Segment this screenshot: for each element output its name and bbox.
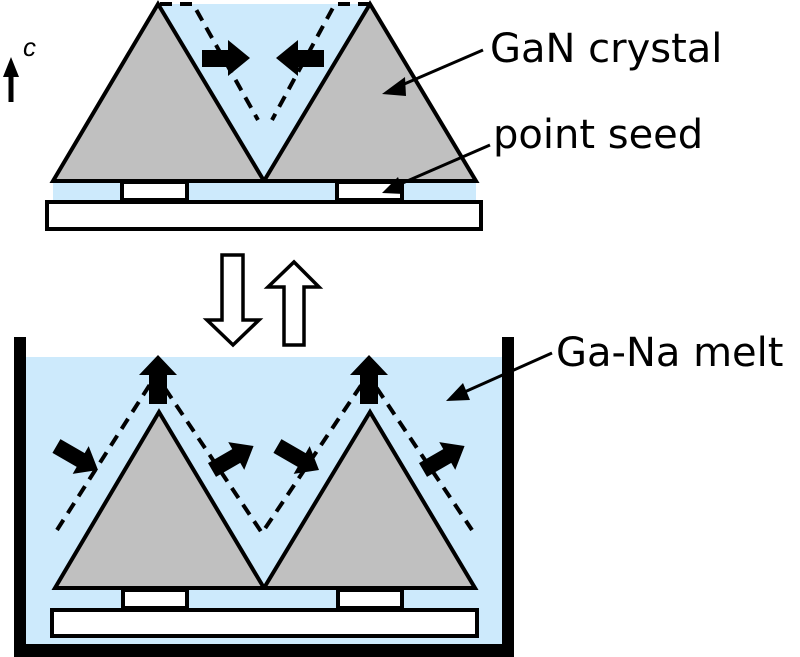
crucible-bottom <box>14 644 514 657</box>
bottom-crystal-right <box>260 408 479 590</box>
growth-arrow-up-icon <box>350 355 388 404</box>
ga-na-melt-label: Ga-Na melt <box>556 330 783 376</box>
bottom-panel <box>14 337 514 657</box>
bottom-crystal-left <box>51 408 268 590</box>
growth-arrow-up-right-icon <box>208 442 254 477</box>
top-panel <box>45 0 483 231</box>
arrow-up-icon <box>263 259 324 347</box>
gan-crystal-label: GaN crystal <box>490 26 722 72</box>
top-growth-front-dashed <box>160 2 260 121</box>
growth-arrow-up-left-icon <box>273 439 319 474</box>
c-axis-arrow-icon <box>3 57 19 77</box>
top-melt-valley <box>158 4 370 181</box>
point-seed-label: point seed <box>493 112 703 158</box>
growth-arrow-up-right-icon <box>419 442 465 477</box>
top-crystal-right <box>260 0 480 183</box>
pointer-arrow-icon <box>446 383 470 401</box>
bottom-growth-front-dashed <box>55 371 474 537</box>
top-crystal-left <box>49 0 268 183</box>
pointer-arrow-icon <box>382 77 406 96</box>
transition-arrows <box>202 253 324 348</box>
growth-arrow-up-icon <box>139 355 177 404</box>
lateral-growth-arrow-left-icon <box>276 40 324 76</box>
c-axis-label: c <box>23 32 36 62</box>
ga-na-melt <box>26 357 502 644</box>
bottom-seed-right <box>336 588 404 610</box>
arrow-down-icon <box>202 253 264 348</box>
bottom-substrate <box>50 608 479 638</box>
label-gan-crystal-group: GaN crystal <box>382 26 722 96</box>
top-seed-left <box>120 180 189 202</box>
growth-arrow-up-left-icon <box>52 439 98 474</box>
top-melt-strip <box>53 181 476 202</box>
lateral-growth-arrow-right-icon <box>202 40 250 76</box>
crucible-left-wall <box>14 337 26 657</box>
label-point-seed-group: point seed <box>382 112 703 194</box>
bottom-seed-left <box>121 588 189 610</box>
top-growth-front-dashed <box>270 1 370 121</box>
c-axis-indicator: c <box>3 32 36 102</box>
crucible-right-wall <box>502 337 514 657</box>
label-ga-na-melt-group: Ga-Na melt <box>446 330 783 401</box>
pointer-arrow-icon <box>382 177 404 194</box>
top-substrate <box>45 200 483 231</box>
